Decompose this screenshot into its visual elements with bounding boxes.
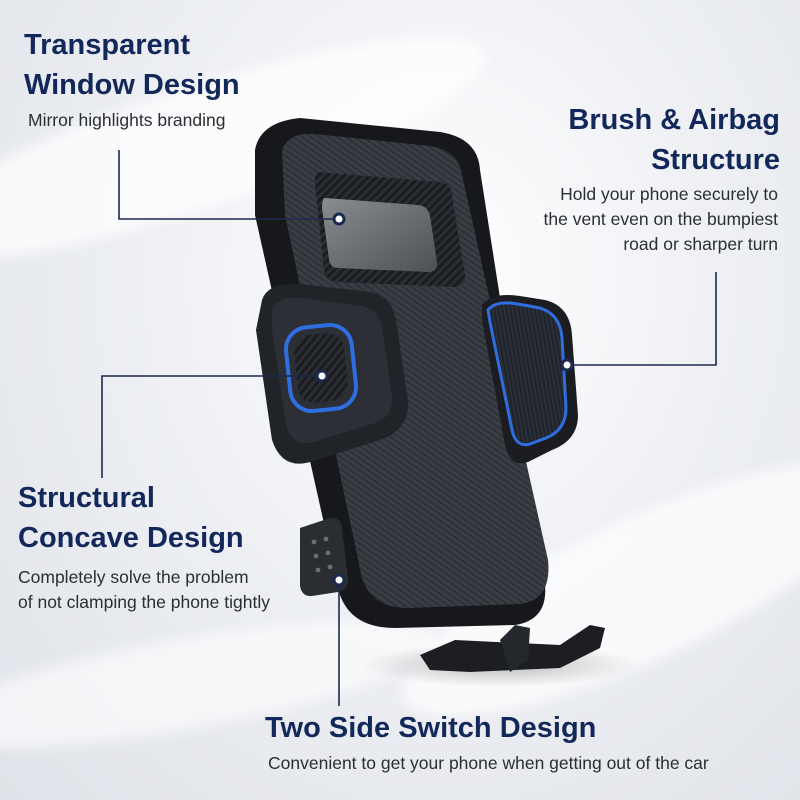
feature-concave-desc-line1: Completely solve the problem: [18, 567, 249, 587]
callout-line-window: [118, 150, 339, 220]
feature-window-title-line2: Window Design: [24, 69, 240, 101]
feature-brush-desc-line3: road or sharper turn: [623, 234, 778, 254]
callout-line-concave: [101, 375, 322, 478]
right-clamp-airbag: [486, 301, 568, 447]
feature-brush-title-line2: Structure: [651, 144, 780, 176]
side-switch-dots: [311, 536, 333, 573]
concave-button-glow: [283, 322, 359, 414]
feature-brush-title-line1: Brush & Airbag: [568, 104, 780, 136]
feature-concave-desc-line2: of not clamping the phone tightly: [18, 592, 270, 612]
concave-button: [294, 333, 348, 403]
callout-dot-switch: [332, 573, 346, 587]
feature-switch-description: Convenient to get your phone when gettin…: [268, 753, 709, 773]
feature-concave-title-line2: Concave Design: [18, 522, 244, 554]
feature-switch-title: Two Side Switch Design: [265, 712, 597, 744]
feature-window-title-line1: Transparent: [24, 29, 190, 61]
vent-clip-hook: [500, 625, 530, 672]
callout-dot-concave: [315, 369, 329, 383]
callout-dot-brush: [560, 358, 574, 372]
callout-dot-window: [332, 212, 346, 226]
callout-line-brush: [567, 272, 717, 366]
feature-concave-title-line1: Structural: [18, 482, 155, 514]
feature-window-description: Mirror highlights branding: [28, 110, 226, 130]
feature-brush-desc-line2: the vent even on the bumpiest: [543, 209, 778, 229]
transparent-window-glass: [322, 198, 438, 272]
feature-brush-desc-line1: Hold your phone securely to: [560, 184, 778, 204]
